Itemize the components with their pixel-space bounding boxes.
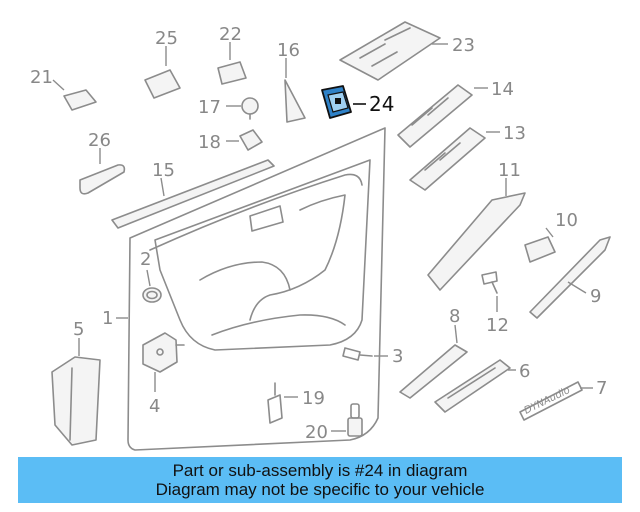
part-4-bracket[interactable]	[142, 332, 185, 373]
callout-23: 23	[452, 35, 475, 56]
part-12-screw[interactable]	[481, 271, 498, 294]
callout-1: 1	[102, 308, 113, 329]
callout-17: 17	[198, 97, 221, 118]
info-banner: Part or sub-assembly is #24 in diagram D…	[18, 457, 622, 503]
callout-10: 10	[555, 210, 578, 231]
callout-13: 13	[503, 123, 526, 144]
part-13-switch-panel[interactable]	[409, 127, 486, 191]
callout-2: 2	[140, 249, 151, 270]
part-15-weatherstrip[interactable]	[111, 159, 275, 229]
callout-7: 7	[596, 378, 607, 399]
part-2-clip[interactable]	[142, 287, 162, 303]
callout-24: 24	[369, 92, 394, 116]
callout-6: 6	[519, 361, 530, 382]
part-24-switch-highlighted[interactable]	[321, 85, 352, 119]
part-25-switch[interactable]	[144, 69, 181, 99]
part-1-door-trim-panel[interactable]	[127, 127, 386, 451]
callout-26: 26	[88, 130, 111, 151]
part-21-switch[interactable]	[63, 89, 97, 111]
part-26-handle-bezel[interactable]	[79, 164, 126, 195]
callout-19: 19	[302, 388, 325, 409]
callout-25: 25	[155, 28, 178, 49]
part-23-master-switch[interactable]	[339, 21, 441, 81]
callout-4: 4	[149, 396, 160, 417]
callout-14: 14	[491, 79, 514, 100]
parts-diagram: 1 2 3 4 5 6 DYNAudio 7 8	[30, 21, 611, 451]
callout-12: 12	[486, 315, 509, 336]
part-5-foam-pad[interactable]	[51, 356, 101, 446]
part-3-screw[interactable]	[342, 347, 373, 361]
part-11-pillar-trim[interactable]	[427, 192, 526, 291]
callout-3: 3	[392, 346, 403, 367]
callout-20: 20	[305, 422, 328, 443]
part-14-switch-panel[interactable]	[397, 84, 473, 148]
part-16-mirror-cover[interactable]	[284, 79, 306, 123]
callout-9: 9	[590, 286, 601, 307]
callout-22: 22	[219, 24, 242, 45]
callout-8: 8	[449, 306, 460, 327]
callout-15: 15	[152, 160, 175, 181]
callout-16: 16	[277, 40, 300, 61]
callout-5: 5	[73, 319, 84, 340]
emblem-text: DYNAudio	[522, 385, 572, 417]
banner-line-2: Diagram may not be specific to your vehi…	[155, 480, 485, 499]
part-20-bulb[interactable]	[347, 403, 363, 437]
callout-21: 21	[30, 67, 53, 88]
part-7-emblem[interactable]: DYNAudio	[519, 381, 583, 421]
callout-18: 18	[198, 132, 221, 153]
part-19-bracket[interactable]	[267, 382, 283, 424]
banner-line-1: Part or sub-assembly is #24 in diagram	[172, 461, 468, 480]
part-9-molding[interactable]	[529, 236, 611, 319]
part-8-pull-strip[interactable]	[399, 344, 468, 399]
part-18-clip[interactable]	[239, 129, 263, 151]
part-6-trim-strip[interactable]	[434, 359, 511, 413]
part-10-clip[interactable]	[524, 236, 556, 263]
callout-11: 11	[498, 160, 521, 181]
part-17-clip[interactable]	[241, 97, 259, 120]
part-22-switch[interactable]	[217, 61, 247, 85]
